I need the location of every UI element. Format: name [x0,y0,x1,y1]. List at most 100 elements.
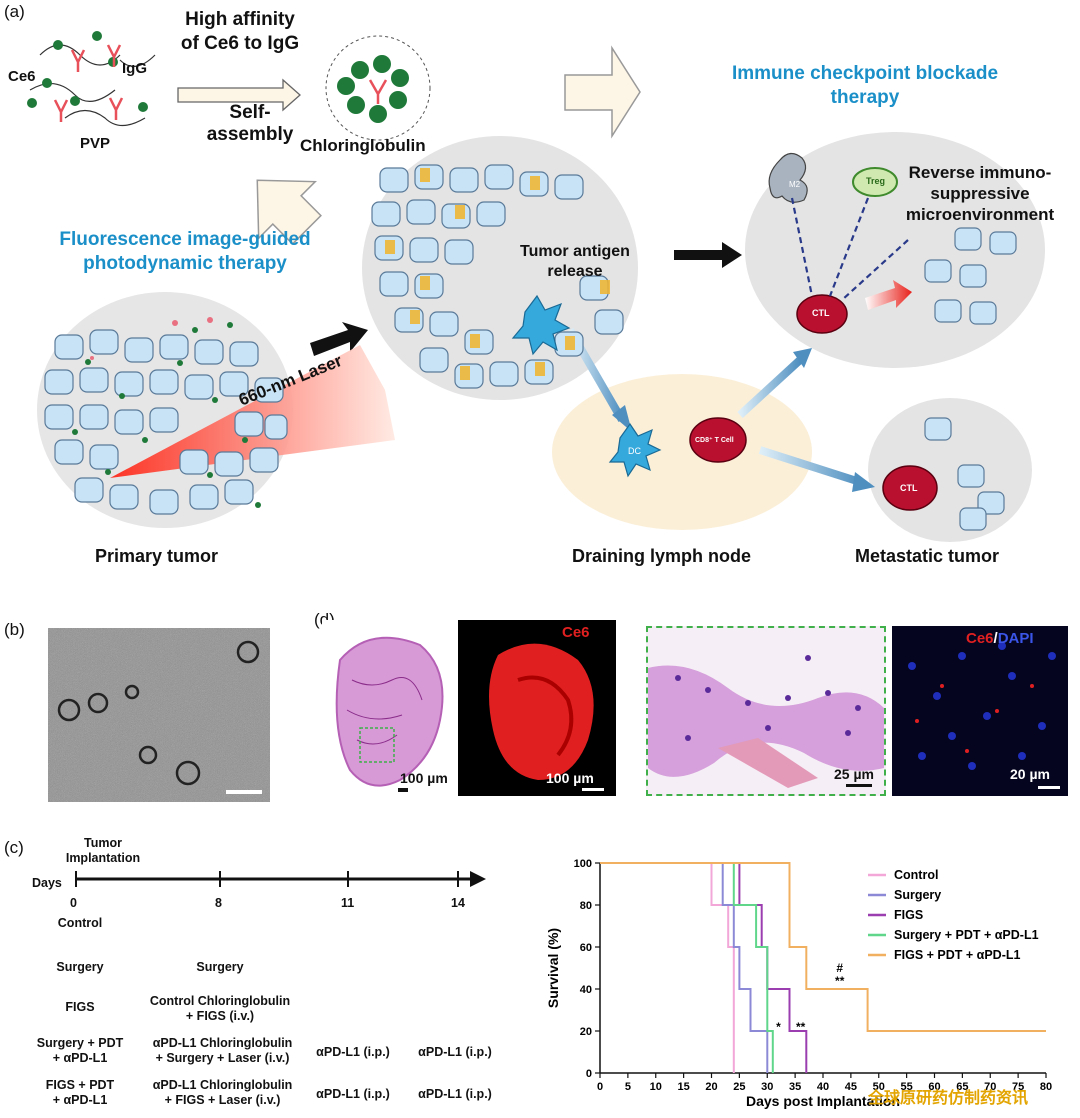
tem-micrograph [48,628,270,802]
blue-arrow-2 [737,357,803,418]
fluorescence-title: Fluorescence image-guided photodynamic t… [59,229,311,274]
group-surgery: Surgery [56,960,104,974]
tumor-implantation-label: Tumor Implantation [65,836,141,865]
legend-label-4: FIGS + PDT + αPD-L1 [894,948,1021,962]
series-line-2 [600,862,808,1073]
high-affinity-title: High affinity of Ce6 to IgG [180,9,300,54]
series-line-1 [600,862,769,1073]
group-control: Control [57,916,103,930]
x-tick-label: 20 [705,1081,717,1093]
group-figs-pdt-d8: αPD-L1 Chloringlobulin + FIGS + Laser (i… [152,1078,293,1107]
self-assembly-arrow [177,78,301,112]
self-assembly-label: Self- assembly [206,102,294,145]
reverse-label: Reverse immuno- suppressive microenviron… [905,163,1055,224]
x-tick-label: 35 [789,1081,801,1093]
timeline-axis [75,871,486,887]
m2-cell [768,152,808,203]
x-tick-label: 0 [597,1081,603,1093]
legend-label-2: FIGS [894,908,923,922]
x-tick-label: 55 [901,1081,913,1093]
d-label-dapi: DAPI [997,630,1034,647]
x-tick-label: 75 [1012,1081,1024,1093]
group-figs-d8: Control Chloringlobulin + FIGS (i.v.) [149,994,291,1023]
he-whole-section [322,620,452,796]
schematic-graphic [27,31,1045,542]
icb-title: Immune checkpoint blockade therapy [731,63,999,108]
y-tick-label: 0 [586,1068,592,1080]
group-surgery-pdt-d14: αPD-L1 (i.p.) [418,1045,492,1059]
y-tick-label: 80 [580,900,592,912]
annotation-3: ** [835,974,845,988]
ctl-cell-icb [796,294,848,334]
x-tick-label: 65 [956,1081,968,1093]
tem-scale-bar [226,790,262,794]
blue-arrow-3 [758,446,862,486]
y-tick-label: 100 [574,858,592,870]
x-tick-label: 40 [817,1081,829,1093]
block-arrow-right [564,45,641,139]
group-figs: FIGS [65,1000,95,1014]
tick-14: 14 [451,896,465,910]
treg-label: Treg [866,176,886,186]
cd8-label: CD8⁺ T Cell [695,437,734,444]
annotation-0: * [776,1020,781,1034]
black-arrow-2 [674,242,742,268]
annotation-1: ** [796,1020,806,1034]
ce6-label: Ce6 [8,68,36,85]
metastatic-label: Metastatic tumor [855,546,1000,566]
ce6-dapi-image [892,626,1068,796]
x-tick-label: 15 [678,1081,690,1093]
d-label-slash: / [993,630,998,647]
black-arrow-1 [310,322,368,356]
days-label: Days [32,876,62,890]
x-tick-label: 10 [650,1081,662,1093]
series-line-3 [600,862,774,1073]
d-label-ce6: Ce6 [562,624,590,641]
annotation-2: # [836,961,843,975]
panel-label-b: (b) [4,620,25,639]
x-tick-label: 5 [625,1081,631,1093]
group-figs-pdt-d14: αPD-L1 (i.p.) [418,1087,492,1101]
series-line-4 [600,862,1046,1032]
primary-tumor-label: Primary tumor [95,546,219,566]
y-tick-label: 60 [580,942,592,954]
cd8-cell [689,417,747,463]
d-scale-1: 100 µm [400,770,448,786]
x-tick-label: 70 [984,1081,996,1093]
x-axis-label: Days post Implantation [746,1093,900,1109]
tick-11: 11 [341,896,355,910]
legend-label-3: Surgery + PDT + αPD-L1 [894,928,1039,942]
group-figs-pdt-d11: αPD-L1 (i.p.) [316,1087,390,1101]
legend-label-0: Control [894,868,938,882]
group-surgery-pdt: Surgery + PDT + αPD-L1 [36,1036,124,1065]
x-tick-label: 25 [733,1081,745,1093]
draining-ln-label: Draining lymph node [572,546,752,566]
ctl-cell-met [882,465,938,511]
tick-0: 0 [70,896,77,910]
block-arrow-down-left [256,179,322,245]
panel-label-a: (a) [4,2,25,21]
ce6-fluorescence-image [458,620,616,796]
group-surgery-pdt-d8: αPD-L1 Chloringlobulin + Surgery + Laser… [152,1036,293,1065]
ctl-label-1: CTL [812,308,830,318]
red-arrow [865,280,912,310]
ctl-label-2: CTL [900,483,918,493]
treg-cell [852,167,898,197]
d-scale-3: 25 µm [834,766,874,782]
group-surgery-pdt-d11: αPD-L1 (i.p.) [316,1045,390,1059]
x-tick-label: 60 [928,1081,940,1093]
y-axis-label: Survival (%) [545,928,561,1008]
group-figs-pdt: FIGS + PDT + αPD-L1 [45,1078,115,1107]
y-tick-label: 20 [580,1026,592,1038]
metastatic-circle [868,398,1032,542]
he-zoom-image [646,626,886,796]
dc-cell-ln [608,422,662,478]
watermark: 全球原研药仿制药资讯 [868,1090,1029,1107]
legend-label-1: Surgery [894,888,941,902]
pvp-label: PVP [80,135,111,152]
d-scale-2: 100 µm [546,770,594,786]
panel-label-c: (c) [4,838,24,857]
x-tick-label: 80 [1040,1081,1052,1093]
x-tick-label: 50 [873,1081,885,1093]
